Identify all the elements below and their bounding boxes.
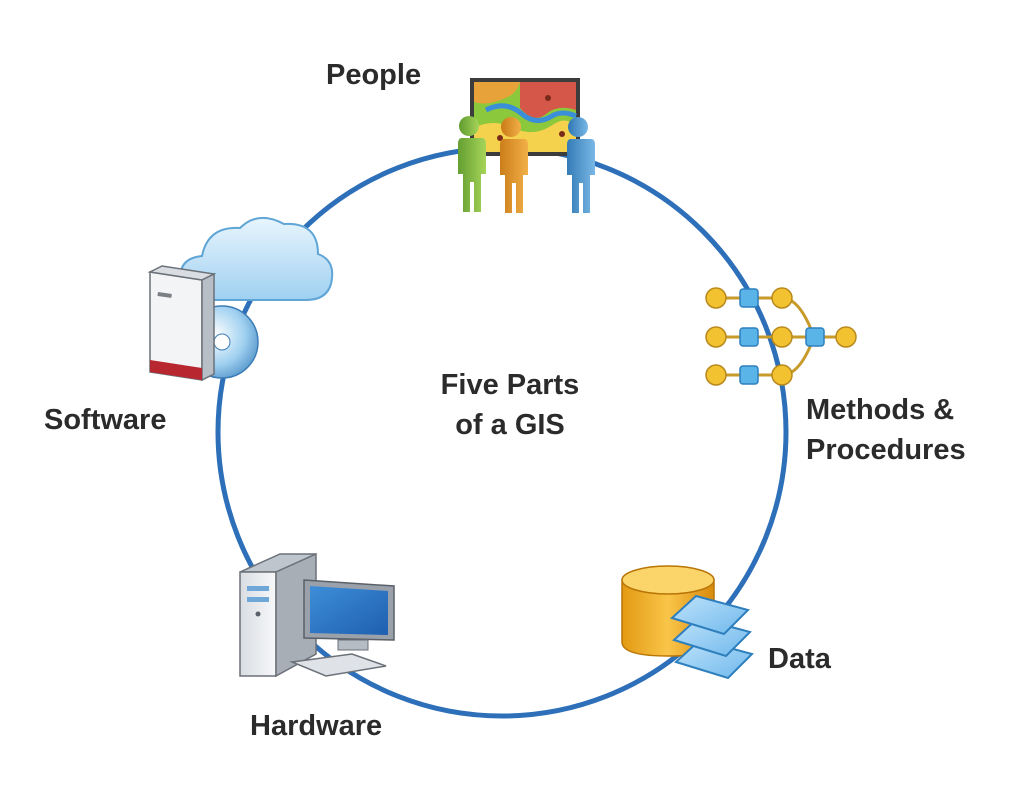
people-label: People xyxy=(326,59,422,91)
center-title-line1: Five Parts xyxy=(440,369,580,401)
software-box-icon xyxy=(147,217,334,382)
people-map-icon xyxy=(456,78,595,213)
center-title-line2: of a GIS xyxy=(455,409,565,441)
center-title: Five Parts of a GIS xyxy=(380,365,640,445)
computer-icon xyxy=(239,552,395,678)
hardware-label: Hardware xyxy=(250,710,383,742)
methods-label: Methods & Procedures xyxy=(806,390,966,470)
data-label: Data xyxy=(768,643,831,675)
workflow-nodes xyxy=(705,287,857,386)
database-icon xyxy=(621,565,754,680)
data-layers-icon xyxy=(670,594,754,680)
software-label: Software xyxy=(44,404,167,436)
methods-label-line2: Procedures xyxy=(806,434,966,466)
methods-label-line1: Methods & xyxy=(806,394,955,426)
